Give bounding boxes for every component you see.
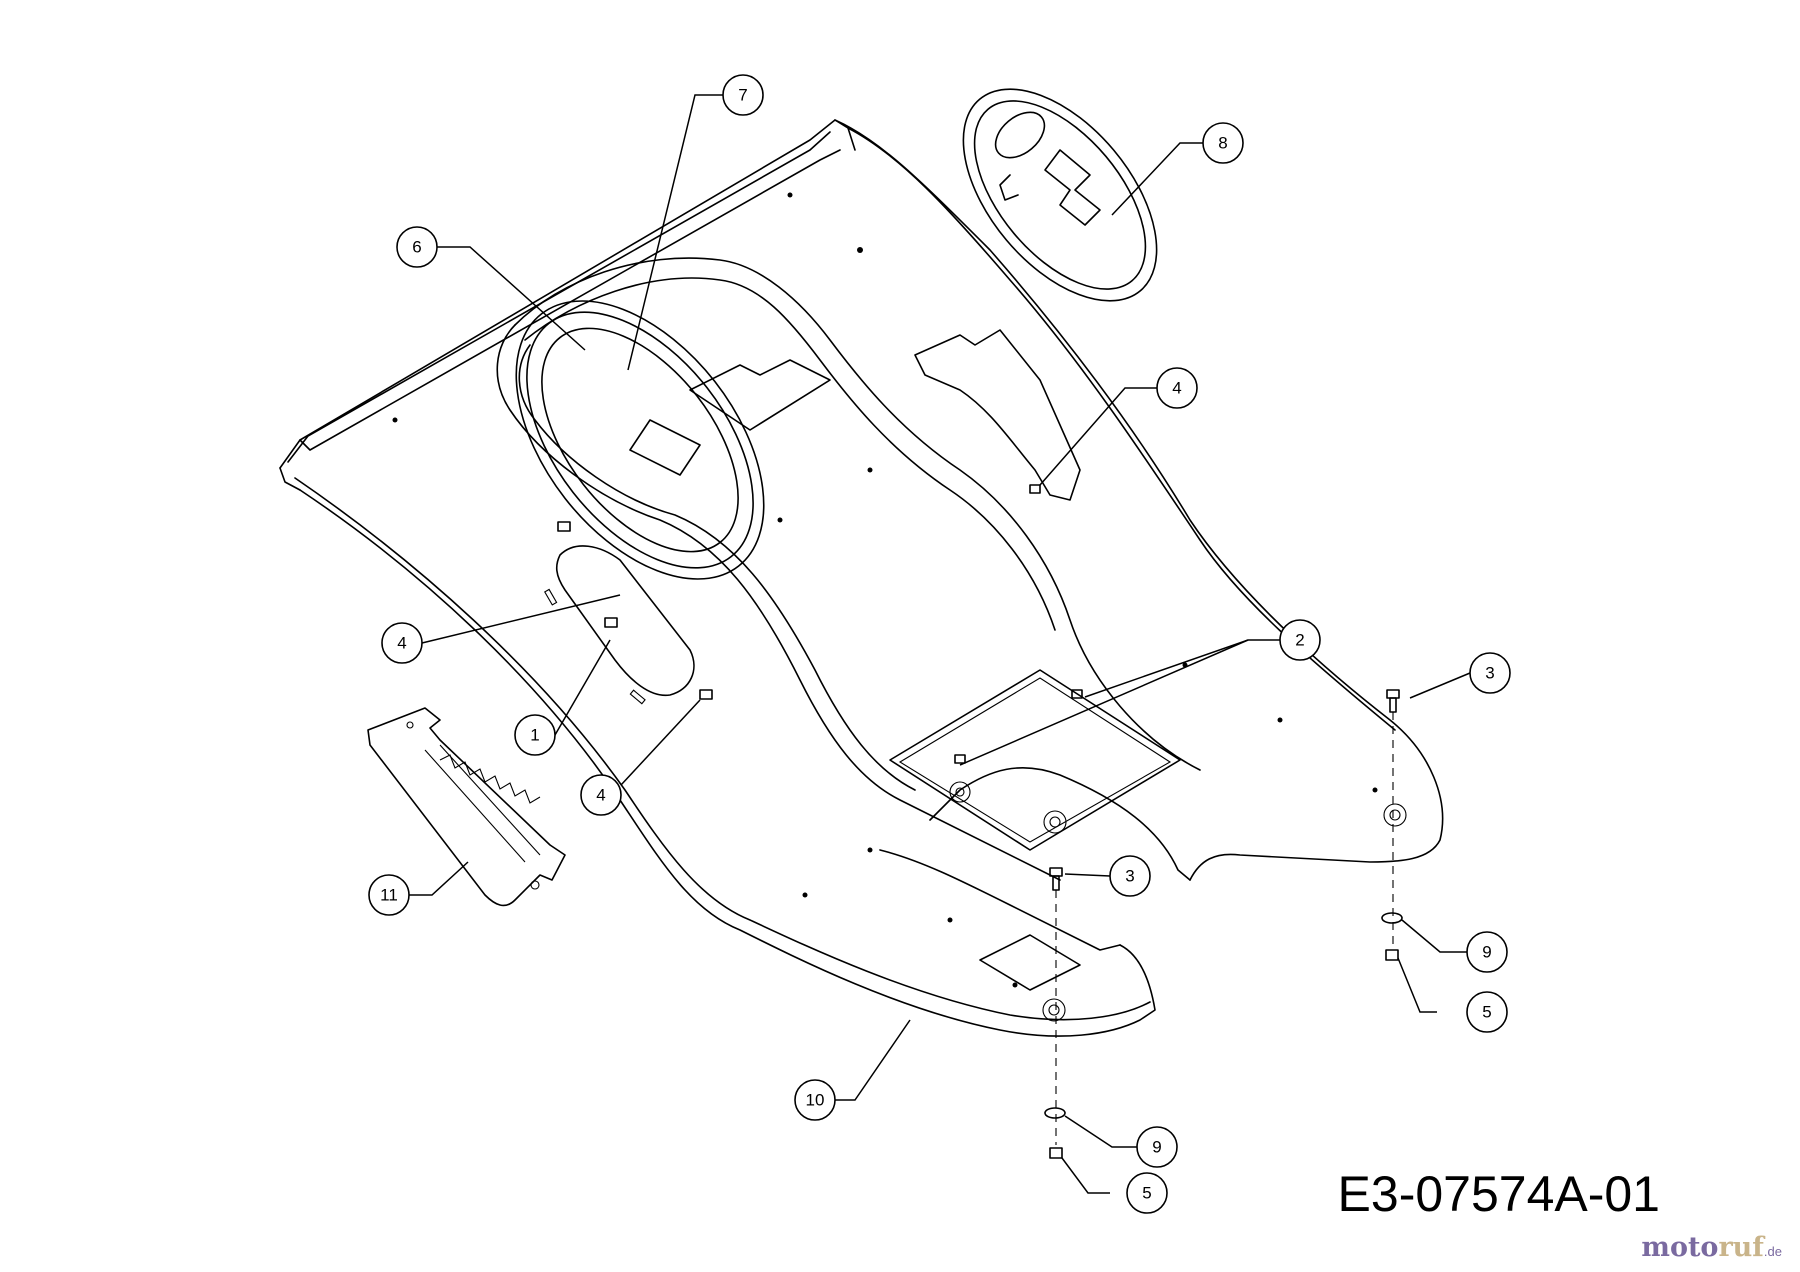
callout-11: 11: [368, 874, 410, 916]
svg-text:3: 3: [1485, 664, 1494, 683]
svg-text:10: 10: [806, 1091, 825, 1110]
washer-icon: [1381, 912, 1403, 924]
svg-text:5: 5: [1142, 1184, 1151, 1203]
washer-icon: [1044, 1107, 1066, 1119]
bolt-icon: [1386, 689, 1400, 713]
body-panel: [279, 119, 1444, 1037]
svg-text:5: 5: [1482, 1003, 1491, 1022]
callout-7: 7: [722, 74, 764, 116]
bolt-icon: [1049, 867, 1063, 891]
svg-text:9: 9: [1482, 943, 1491, 962]
svg-text:11: 11: [380, 886, 398, 905]
callout-5: 5: [1126, 1172, 1168, 1214]
callout-4: 4: [381, 622, 423, 664]
fender-plate: [544, 545, 695, 705]
control-cover: [962, 88, 1158, 302]
callout-1: 1: [514, 714, 556, 756]
svg-text:4: 4: [596, 786, 605, 805]
screw-icon: [954, 754, 966, 764]
svg-text:8: 8: [1218, 134, 1227, 153]
callout-4: 4: [1156, 367, 1198, 409]
screw-icon: [604, 617, 618, 628]
callout-9: 9: [1136, 1126, 1178, 1168]
callout-8: 8: [1202, 122, 1244, 164]
callout-3: 3: [1109, 855, 1151, 897]
screw-icon: [699, 689, 713, 700]
svg-text:7: 7: [738, 86, 747, 105]
callout-4: 4: [580, 774, 622, 816]
svg-text:9: 9: [1152, 1138, 1161, 1157]
callout-3: 3: [1469, 652, 1511, 694]
adjustment-plate: [367, 707, 566, 907]
screw-icon: [1071, 689, 1083, 699]
callout-10: 10: [794, 1079, 836, 1121]
dash-bezel: [515, 300, 765, 580]
callout-2: 2: [1279, 619, 1321, 661]
screw-icon: [1029, 484, 1041, 494]
drawing-number: E3-07574A-01: [1337, 1166, 1660, 1222]
callout-9: 9: [1466, 931, 1508, 973]
watermark-logo: motoruf.de: [1641, 1232, 1782, 1263]
callout-6: 6: [396, 226, 438, 268]
svg-text:6: 6: [412, 238, 421, 257]
hardware: [557, 484, 1403, 1159]
leader-lines: [409, 94, 1471, 1194]
nut-icon: [1385, 949, 1399, 961]
callout-5: 5: [1466, 991, 1508, 1033]
svg-text:1: 1: [530, 726, 539, 745]
svg-text:2: 2: [1295, 631, 1304, 650]
screw-icon: [557, 521, 571, 532]
svg-text:4: 4: [397, 634, 406, 653]
nut-icon: [1049, 1147, 1063, 1159]
svg-text:4: 4: [1172, 379, 1181, 398]
svg-text:3: 3: [1125, 867, 1134, 886]
